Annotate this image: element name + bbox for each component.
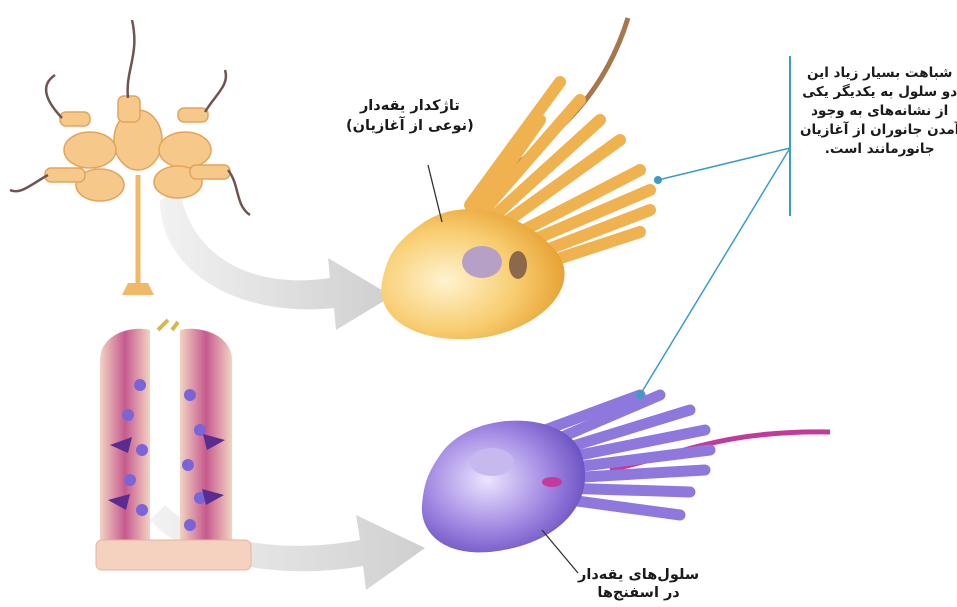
similarity-note-line-2: دو سلول به یکدیگر یکی [800,83,957,102]
similarity-note: شباهت بسیار زیاد این دو سلول به یکدیگر ی… [800,64,957,159]
choanoflagellate-label-line-2: (نوعی از آغازیان) [346,116,474,136]
collar-cell [422,395,830,552]
connector-dot-top [654,176,662,184]
similarity-note-line-4: آمدن جانوران از آغازیان [800,121,957,140]
sponge-cells-label-line-1: سلول‌های یقه‌دار [578,566,699,584]
connector-dot-bottom [636,391,644,399]
similarity-note-line-5: جانورمانند است. [800,140,957,159]
sponge-cells-label-line-2: در اسفنج‌ها [578,584,699,602]
choanoflagellate-label: تاژکدار یقه‌دار (نوعی از آغازیان) [346,96,474,136]
choanoflagellate-cell [381,18,650,339]
similarity-note-line-1: شباهت بسیار زیاد این [800,64,957,83]
similarity-note-line-3: از نشانه‌های به وجود [800,102,957,121]
sponge-cells-label: سلول‌های یقه‌دار در اسفنج‌ها [578,566,699,602]
choanoflagellate-label-line-1: تاژکدار یقه‌دار [346,96,474,116]
arrow-top [160,190,392,330]
